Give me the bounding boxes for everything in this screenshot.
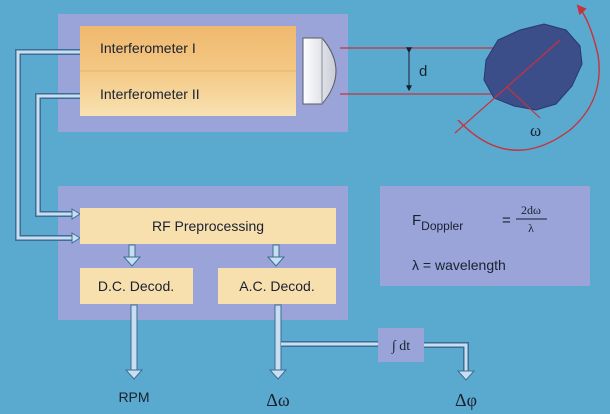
output-rpm: RPM [118, 389, 149, 405]
arrow-ac-to-delta-omega [268, 304, 288, 380]
rotation-arc [457, 4, 600, 151]
interferometer-1-label: Interferometer I [100, 40, 196, 56]
rotation-radius [506, 86, 541, 119]
formula-definition: λ = wavelength [412, 257, 506, 273]
output-delta-omega: Δω [266, 390, 290, 410]
formula-denominator: λ [528, 221, 534, 235]
signal-line-interferometer-1 [15, 49, 81, 244]
integrator-block [378, 328, 424, 362]
ac-decoder-block [218, 268, 336, 304]
rf-preprocessing-label: RF Preprocessing [152, 218, 264, 234]
arrow-rf-to-dc [122, 244, 142, 267]
interferometer-2-label: Interferometer II [100, 86, 200, 102]
signal-line-interferometer-2 [35, 93, 81, 220]
beam-distance-label: d [419, 63, 427, 80]
arrow-dc-to-rpm [124, 304, 144, 380]
output-delta-phi: Δφ [455, 390, 477, 410]
integrator-label: ∫ dt [391, 339, 410, 354]
rotation-axis [454, 39, 561, 134]
arrow-integrator-to-delta-phi [424, 342, 476, 381]
formula-panel [380, 186, 590, 286]
rotation-label: ω [530, 121, 541, 140]
dc-decoder-block [80, 268, 193, 304]
arrow-rf-to-ac [266, 244, 286, 267]
rotating-object [483, 23, 583, 111]
dc-decoder-label: D.C. Decod. [98, 278, 174, 294]
rf-preprocessing-block [80, 208, 336, 244]
formula-lhs: FDoppler [412, 212, 463, 233]
formula-equals: = [502, 212, 511, 229]
formula-numerator: 2dω [521, 203, 541, 217]
ac-decoder-label: A.C. Decod. [239, 278, 314, 294]
